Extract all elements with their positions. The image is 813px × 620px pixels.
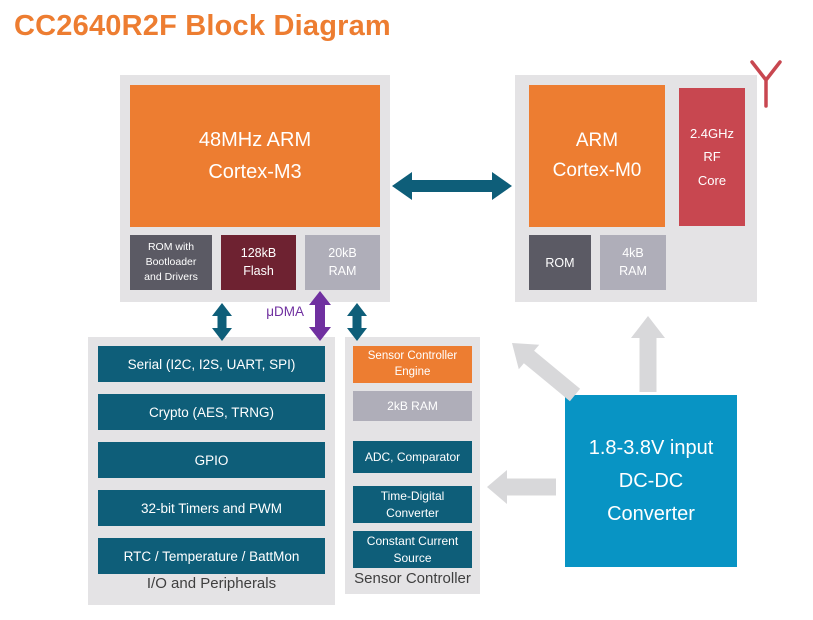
sensor-row-ccs: Constant Current Source <box>353 531 472 568</box>
flash-block: 128kB Flash <box>221 235 296 290</box>
peripheral-row-timers: 32-bit Timers and PWM <box>98 490 325 526</box>
ram-4kb-block: 4kB RAM <box>600 235 666 290</box>
power-arrow-diagonal <box>512 343 581 402</box>
bus-arrow-sensor <box>347 303 367 341</box>
sensor-row-adc: ADC, Comparator <box>353 441 472 473</box>
sensor-engine-block: Sensor Controller Engine <box>353 346 472 383</box>
sensor-caption: Sensor Controller <box>354 570 471 587</box>
cortex-m3-block: 48MHz ARM Cortex-M3 <box>130 85 380 227</box>
rom-block: ROM <box>529 235 591 290</box>
page-title: CC2640R2F Block Diagram <box>14 10 391 42</box>
bus-arrow-peripherals <box>212 303 232 341</box>
cortex-m0-block: ARM Cortex-M0 <box>529 85 665 227</box>
power-arrow-up <box>631 316 665 392</box>
sensor-row-tdc: Time-Digital Converter <box>353 486 472 523</box>
bus-arrow-m3-m0 <box>392 172 512 200</box>
peripheral-row-crypto: Crypto (AES, TRNG) <box>98 394 325 430</box>
sensor-ram-block: 2kB RAM <box>353 391 472 421</box>
peripheral-row-serial: Serial (I2C, I2S, UART, SPI) <box>98 346 325 382</box>
ram-20kb-block: 20kB RAM <box>305 235 380 290</box>
dcdc-converter-block: 1.8-3.8V input DC-DC Converter <box>565 395 737 567</box>
rf-core-block: 2.4GHz RF Core <box>679 88 745 226</box>
peripheral-row-gpio: GPIO <box>98 442 325 478</box>
udma-label: μDMA <box>266 304 304 319</box>
peripherals-caption: I/O and Peripherals <box>146 575 277 592</box>
rom-bootloader-block: ROM with Bootloader and Drivers <box>130 235 212 290</box>
power-arrow-left <box>487 470 556 504</box>
peripheral-row-rtc: RTC / Temperature / BattMon <box>98 538 325 574</box>
